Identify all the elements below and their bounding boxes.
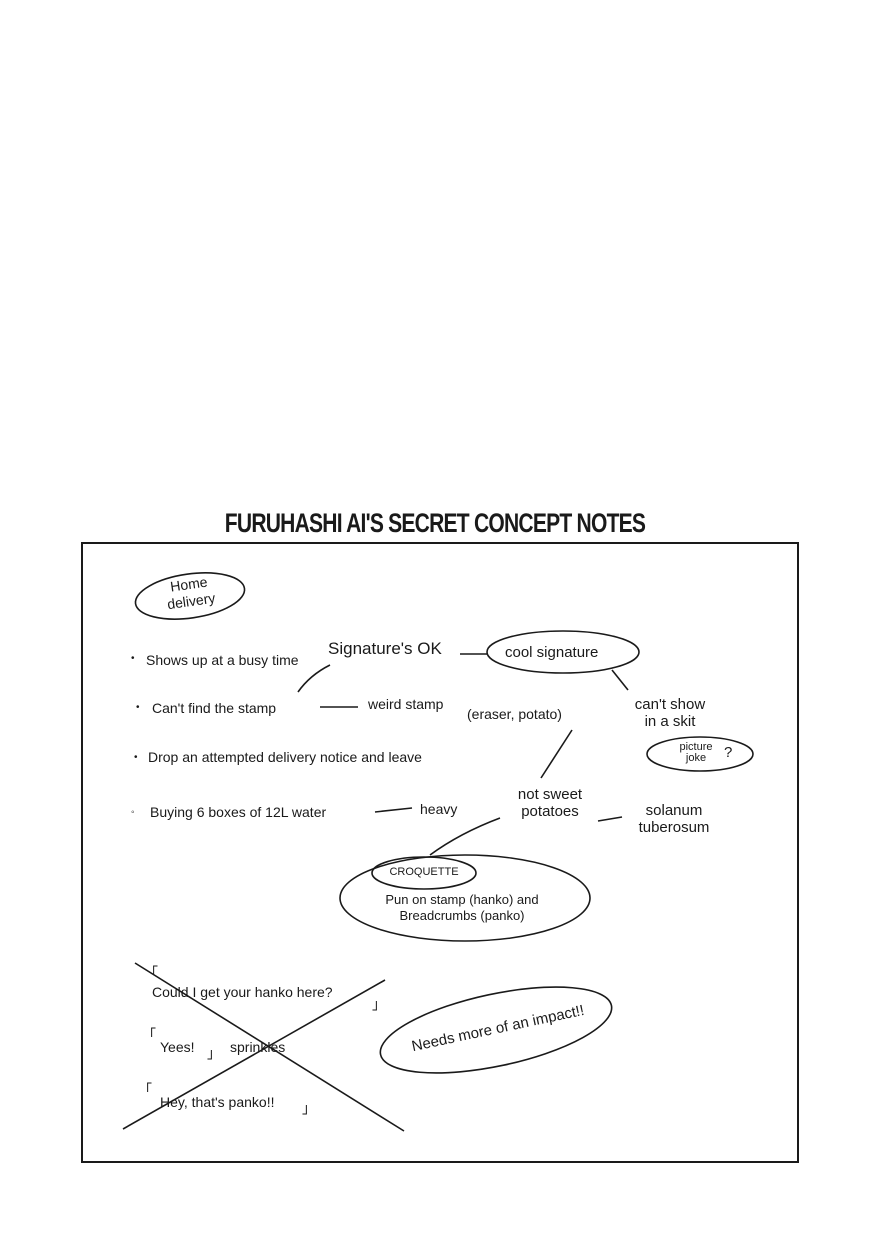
eraser-potato: (eraser, potato)	[467, 706, 562, 722]
skit-line: Yees!	[160, 1039, 195, 1055]
impact-bubble	[379, 986, 613, 1074]
solanum-line: solanum	[645, 802, 703, 819]
picture-joke: picture joke	[668, 742, 724, 764]
bullet-icon: •	[131, 653, 135, 664]
bullet-item: Shows up at a busy time	[146, 652, 299, 668]
bullet-item: Can't find the stamp	[152, 700, 277, 716]
weird-stamp: weird stamp	[368, 696, 444, 712]
pun-line: Breadcrumbs (panko)	[399, 908, 525, 923]
home-delivery-bubble	[134, 572, 246, 620]
solanum-tuberosum: solanum tuberosum	[622, 803, 726, 835]
skit-line: sprinkles	[230, 1039, 286, 1055]
close-quote: 」	[207, 1045, 221, 1061]
croquette: CROQUETTE	[389, 866, 459, 878]
bullet-icon: ◦	[131, 807, 135, 818]
croquette-bubble	[371, 856, 477, 890]
pun-bubble	[339, 854, 591, 942]
bullet-item: Buying 6 boxes of 12L water	[150, 804, 327, 820]
open-quote: 「	[138, 1082, 152, 1098]
pun-line: Pun on stamp (hanko) and	[385, 892, 539, 907]
skit-line: Hey, that's panko!!	[160, 1094, 275, 1110]
heavy: heavy	[420, 801, 458, 817]
close-quote: 」	[372, 996, 386, 1012]
skit-line: Could I get your hanko here?	[152, 984, 333, 1000]
cant-show-line: can't show	[634, 696, 706, 713]
bullet-icon: •	[134, 752, 138, 763]
not-sweet-line: potatoes	[521, 803, 579, 820]
bullet-item: Drop an attempted delivery notice and le…	[148, 749, 422, 765]
cant-show-line: in a skit	[644, 713, 696, 730]
not-sweet-line: not sweet	[517, 786, 583, 803]
cool-signature-bubble	[486, 630, 640, 674]
notes-frame	[81, 542, 799, 1163]
cool-signature: cool signature	[505, 644, 599, 661]
not-sweet-potatoes: not sweet potatoes	[498, 787, 602, 819]
cant-show-in-skit: can't show in a skit	[620, 697, 720, 729]
bullet-icon: •	[136, 702, 140, 713]
open-quote: 「	[142, 1027, 156, 1043]
joke-text: joke	[685, 752, 707, 764]
cross-out-line	[122, 979, 386, 1130]
pun-note: Pun on stamp (hanko) and Breadcrumbs (pa…	[332, 893, 592, 922]
page-title: FURUHASHI AI'S SECRET CONCEPT NOTES	[224, 508, 646, 538]
picture-joke-bubble	[646, 736, 754, 772]
question-mark: ?	[724, 744, 733, 761]
open-quote: 「	[144, 965, 158, 981]
close-quote: 」	[302, 1100, 316, 1116]
signatures-ok: Signature's OK	[328, 639, 442, 658]
solanum-line: tuberosum	[638, 819, 710, 836]
picture-text: picture	[679, 741, 713, 753]
cross-out-line	[134, 962, 405, 1132]
